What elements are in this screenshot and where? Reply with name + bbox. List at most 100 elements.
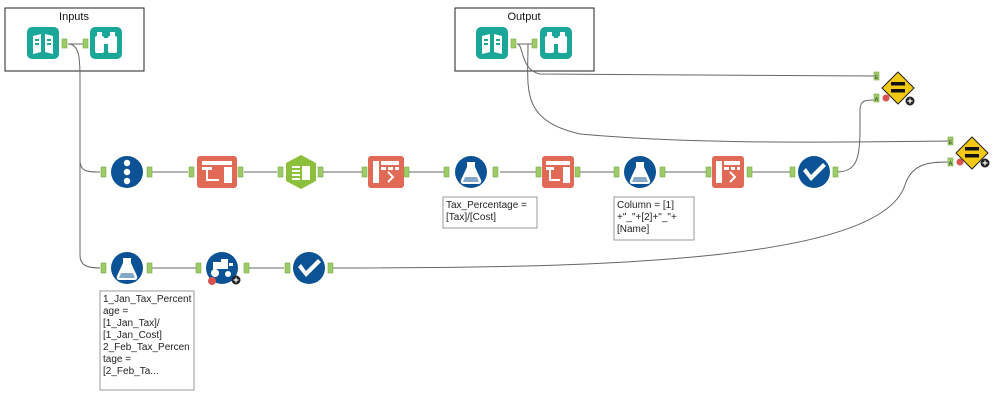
input-anchor bbox=[535, 166, 542, 178]
annotation-line: 2_Feb_Tax_Percen bbox=[103, 342, 190, 353]
container-title-output: Output bbox=[507, 11, 540, 23]
record-id-tool[interactable] bbox=[100, 156, 153, 188]
input-data-tool-output[interactable] bbox=[476, 27, 517, 59]
browse-tool-2[interactable] bbox=[531, 27, 572, 59]
expected-anchor-label: E bbox=[875, 75, 879, 81]
annotation-line: age = bbox=[103, 306, 128, 317]
output-anchor bbox=[746, 166, 753, 178]
output-anchor bbox=[832, 166, 839, 178]
cross-tab-tool-2[interactable] bbox=[705, 156, 753, 188]
connection bbox=[67, 43, 101, 173]
connection bbox=[835, 99, 875, 173]
annotation-line: tage = bbox=[103, 354, 131, 365]
binoculars-icon bbox=[95, 32, 117, 53]
expected-anchor bbox=[947, 136, 954, 146]
container-output[interactable]: Output bbox=[454, 7, 595, 72]
input-anchor bbox=[277, 166, 284, 178]
cross-tab-icon bbox=[716, 161, 740, 183]
container-inputs[interactable]: Inputs bbox=[4, 7, 145, 72]
input-anchor bbox=[100, 166, 107, 178]
annotation-line: Tax_Percentage = bbox=[446, 200, 527, 211]
annotation-formula-2: Column = [1]+"_"+[2]+"_"+[Name] bbox=[613, 196, 695, 241]
select-check-icon bbox=[803, 163, 826, 181]
output-anchor bbox=[243, 262, 250, 274]
select-tool-1[interactable] bbox=[789, 156, 839, 188]
actual-anchor bbox=[873, 93, 880, 103]
annotation-line: Column = [1] bbox=[617, 200, 674, 211]
input-anchor bbox=[531, 38, 538, 49]
annotation-line: [2_Feb_Ta... bbox=[103, 366, 159, 377]
annotation-line: [1_Jan_Cost] bbox=[103, 330, 162, 341]
transpose-tool-1[interactable] bbox=[188, 156, 244, 188]
transpose-icon bbox=[202, 161, 232, 183]
formula-tool-1[interactable] bbox=[443, 156, 499, 188]
tractor-icon bbox=[211, 259, 233, 277]
binoculars-icon bbox=[545, 32, 567, 53]
formula-flask-icon bbox=[629, 162, 651, 184]
output-anchor bbox=[146, 262, 153, 274]
output-anchor bbox=[659, 166, 666, 178]
formula-flask-icon bbox=[116, 258, 138, 280]
cross-tab-icon bbox=[373, 161, 399, 183]
expect-equal-tool-2[interactable]: E A bbox=[947, 136, 990, 170]
output-anchor bbox=[403, 166, 410, 178]
expect-equal-icon bbox=[891, 82, 905, 93]
input-anchor bbox=[361, 166, 368, 178]
connection bbox=[79, 160, 101, 269]
text-to-columns-tool[interactable] bbox=[277, 155, 324, 189]
input-anchor bbox=[789, 166, 796, 178]
connection bbox=[516, 43, 875, 77]
output-anchor bbox=[492, 166, 499, 178]
select-check-icon bbox=[298, 259, 321, 277]
annotation-line: 1_Jan_Tax_Percent bbox=[103, 294, 192, 305]
transpose-icon bbox=[546, 161, 570, 183]
warning-dot bbox=[208, 277, 216, 285]
dynamic-select-tractor-tool[interactable] bbox=[195, 252, 250, 285]
input-data-tool[interactable] bbox=[27, 27, 68, 59]
output-anchor bbox=[327, 262, 334, 274]
formula-flask-icon bbox=[460, 162, 482, 184]
output-anchor bbox=[510, 38, 517, 49]
transpose-tool-2[interactable] bbox=[535, 156, 581, 188]
annotation-formula-1: Tax_Percentage =[Tax]/[Cost] bbox=[442, 196, 538, 229]
annotation-text: Tax_Percentage =[Tax]/[Cost] bbox=[446, 200, 527, 223]
connection bbox=[331, 161, 949, 269]
annotation-line: [1_Jan_Tax]/ bbox=[103, 318, 160, 329]
expected-anchor bbox=[873, 71, 880, 81]
cross-tab-tool-1[interactable] bbox=[361, 156, 410, 188]
connections bbox=[67, 43, 949, 269]
annotation-line: [Name] bbox=[617, 224, 649, 235]
annotation-text: Column = [1]+"_"+[2]+"_"+[Name] bbox=[617, 200, 677, 235]
browse-tool-1[interactable] bbox=[82, 27, 122, 59]
annotation-line: [Tax]/[Cost] bbox=[446, 212, 496, 223]
container-title-inputs: Inputs bbox=[59, 11, 89, 23]
input-anchor bbox=[188, 166, 195, 178]
input-anchor bbox=[705, 166, 712, 178]
input-anchor bbox=[82, 38, 89, 49]
expect-equal-tool-1[interactable]: E A bbox=[873, 71, 915, 106]
output-anchor bbox=[317, 166, 324, 178]
actual-anchor bbox=[947, 157, 954, 167]
expect-equal-icon bbox=[965, 147, 979, 158]
expected-anchor-label: E bbox=[949, 140, 953, 146]
formula-tool-3[interactable] bbox=[100, 252, 153, 284]
record-id-icon bbox=[123, 159, 131, 185]
output-anchor bbox=[61, 38, 68, 49]
text-to-columns-icon bbox=[292, 166, 310, 180]
output-anchor bbox=[146, 166, 153, 178]
formula-tool-2[interactable] bbox=[613, 156, 666, 188]
warning-dot bbox=[956, 158, 964, 166]
output-anchor bbox=[574, 166, 581, 178]
input-anchor bbox=[195, 262, 202, 274]
input-anchor bbox=[443, 166, 450, 178]
warning-dot bbox=[882, 94, 890, 102]
connection bbox=[527, 43, 949, 143]
actual-anchor-label: A bbox=[875, 97, 879, 103]
output-anchor bbox=[237, 166, 244, 178]
input-anchor bbox=[613, 166, 620, 178]
input-anchor bbox=[284, 262, 291, 274]
select-tool-2[interactable] bbox=[284, 252, 334, 284]
